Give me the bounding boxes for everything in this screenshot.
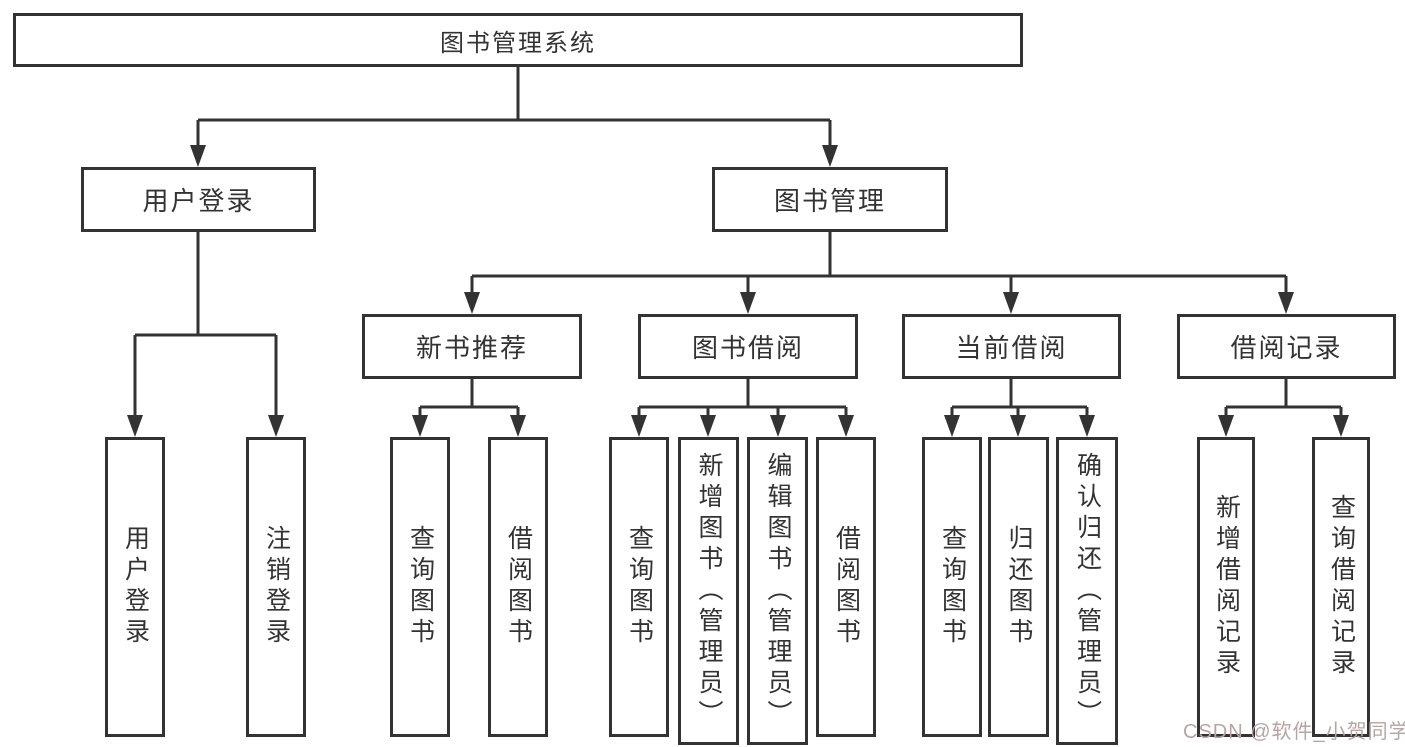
leaf-query-books-current: 查询图书 xyxy=(922,437,982,737)
node-user-login: 用户登录 xyxy=(81,167,316,232)
leaf-user-login: 用户登录 xyxy=(105,437,165,737)
node-book-borrowing: 图书借阅 xyxy=(638,314,858,379)
node-borrowing-records: 借阅记录 xyxy=(1177,314,1396,379)
csdn-watermark: CSDN @软件_小贺同学 xyxy=(1183,721,1405,743)
node-current-borrowing: 当前借阅 xyxy=(902,314,1121,379)
leaf-add-books-admin: 新增图书（管理员） xyxy=(678,437,739,745)
leaf-query-books-recommend: 查询图书 xyxy=(390,437,450,737)
arrowheads xyxy=(127,145,1349,437)
leaf-confirm-return-admin: 确认归还（管理员） xyxy=(1056,437,1118,745)
node-book-management: 图书管理 xyxy=(712,167,948,232)
leaf-add-borrow-record: 新增借阅记录 xyxy=(1197,437,1255,737)
leaf-query-borrow-record: 查询借阅记录 xyxy=(1312,437,1370,737)
leaf-logout: 注销登录 xyxy=(246,437,306,737)
leaf-return-books: 归还图书 xyxy=(988,437,1049,737)
leaf-borrow-books: 借阅图书 xyxy=(816,437,876,737)
leaf-query-books-borrowing: 查询图书 xyxy=(609,437,669,737)
leaf-borrow-books-recommend: 借阅图书 xyxy=(488,437,548,737)
leaf-edit-books-admin: 编辑图书（管理员） xyxy=(747,437,808,745)
node-library-management-system: 图书管理系统 xyxy=(13,13,1023,67)
node-new-book-recommend: 新书推荐 xyxy=(362,314,582,379)
